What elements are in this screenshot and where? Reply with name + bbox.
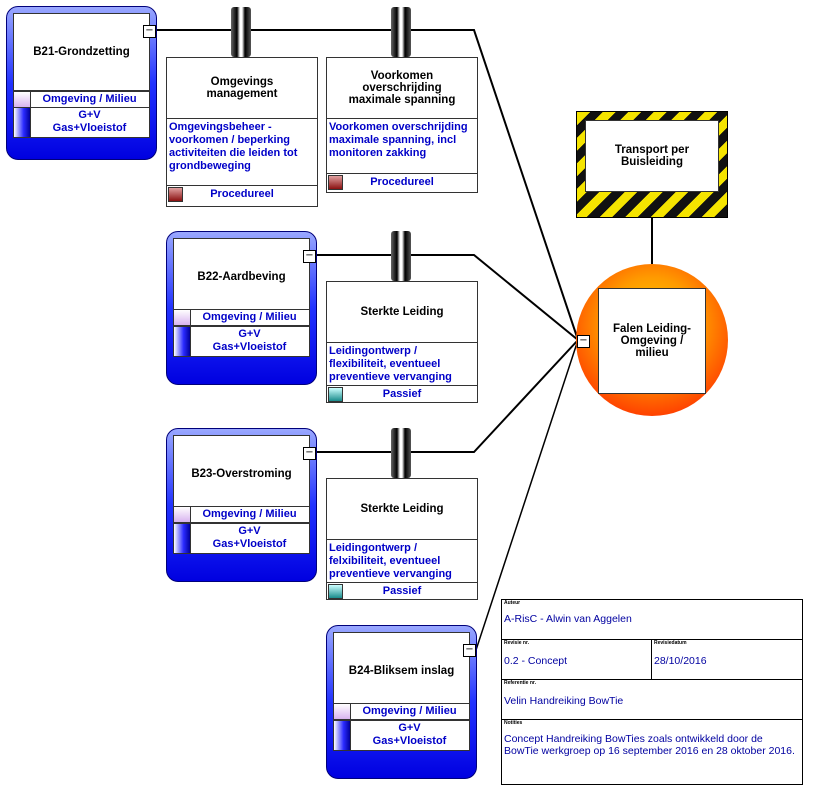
document-cell: Referentie nr. Velin Handreiking BowTie [502, 679, 802, 720]
threat-b22[interactable]: B22-Aardbeving Omgeving / Milieu G+V Gas… [166, 231, 317, 385]
barrier-type: Procedureel [327, 174, 477, 190]
threat-title: B21-Grondzetting [13, 13, 150, 91]
procedural-icon [168, 187, 183, 202]
threat-scope: G+V Gas+Vloeistof [173, 326, 310, 357]
threat-b23[interactable]: B23-Overstroming Omgeving / Milieu G+V G… [166, 428, 317, 582]
document-info-table: Auteur A-RisC - Alwin van Aggelen Revisi… [501, 599, 803, 785]
collapse-threat-b24[interactable]: − [463, 644, 476, 657]
barrier-sterkte-leiding-2[interactable]: Sterkte Leiding Leidingontwerp / felxibi… [326, 478, 478, 600]
threat-category: Omgeving / Milieu [173, 309, 310, 326]
revision-cell: Revisie nr. 0.2 - Concept [502, 639, 652, 680]
barrier-description: Leidingontwerp / felxibiliteit, eventuee… [327, 540, 477, 583]
date-cell: Revisiedatum 28/10/2016 [652, 639, 802, 680]
revision-label: Revisie nr. [504, 640, 530, 646]
notes-cell: Notities Concept Handreiking BowTies zoa… [502, 719, 802, 785]
scope-swatch [174, 327, 191, 356]
scope-swatch [174, 524, 191, 553]
date-value: 28/10/2016 [654, 655, 707, 667]
threat-category: Omgeving / Milieu [333, 703, 470, 720]
barrier-voorkomen-overschrijding[interactable]: Voorkomen overschrijding maximale spanni… [326, 57, 478, 193]
threat-scope: G+V Gas+Vloeistof [333, 720, 470, 751]
category-swatch [14, 92, 31, 107]
barrier-clip-icon [391, 428, 411, 478]
notes-label: Notities [504, 720, 523, 726]
scope-swatch [334, 721, 351, 750]
barrier-description: Leidingontwerp / flexibiliteit, eventuee… [327, 343, 477, 386]
top-event[interactable]: Falen Leiding- Omgeving / milieu [576, 264, 728, 416]
collapse-top-event[interactable]: − [577, 335, 590, 348]
barrier-clip-icon [391, 7, 411, 57]
passive-icon [328, 584, 343, 599]
threat-scope: G+V Gas+Vloeistof [173, 523, 310, 554]
top-event-title: Falen Leiding- Omgeving / milieu [598, 288, 706, 394]
collapse-threat-b23[interactable]: − [303, 447, 316, 460]
author-value: A-RisC - Alwin van Aggelen [504, 613, 632, 625]
barrier-description: Omgevingsbeheer - voorkomen / beperking … [167, 119, 317, 186]
barrier-sterkte-leiding-1[interactable]: Sterkte Leiding Leidingontwerp / flexibi… [326, 281, 478, 403]
barrier-omgevings-management[interactable]: Omgevings management Omgevingsbeheer - v… [166, 57, 318, 207]
date-label: Revisiedatum [654, 640, 687, 646]
notes-value: Concept Handreiking BowTies zoals ontwik… [504, 733, 795, 757]
threat-title: B24-Bliksem inslag [333, 632, 470, 710]
scope-swatch [14, 108, 31, 137]
document-label: Referentie nr. [504, 680, 536, 686]
threat-b24[interactable]: B24-Bliksem inslag Omgeving / Milieu G+V… [326, 625, 477, 779]
category-swatch [174, 507, 191, 522]
barrier-type: Procedureel [167, 186, 317, 202]
barrier-title: Voorkomen overschrijding maximale spanni… [327, 58, 477, 119]
threat-title: B23-Overstroming [173, 435, 310, 513]
threat-title: B22-Aardbeving [173, 238, 310, 316]
hazard-title: Transport per Buisleiding [585, 120, 719, 192]
barrier-clip-icon [231, 7, 251, 57]
barrier-title: Sterkte Leiding [327, 282, 477, 343]
procedural-icon [328, 175, 343, 190]
barrier-title: Omgevings management [167, 58, 317, 119]
barrier-type: Passief [327, 583, 477, 599]
threat-category: Omgeving / Milieu [173, 506, 310, 523]
hazard[interactable]: Transport per Buisleiding [576, 111, 728, 218]
collapse-threat-b21[interactable]: − [143, 25, 156, 38]
barrier-description: Voorkomen overschrijding maximale spanni… [327, 119, 477, 174]
revision-value: 0.2 - Concept [504, 655, 568, 667]
threat-category: Omgeving / Milieu [13, 91, 150, 108]
collapse-threat-b22[interactable]: − [303, 250, 316, 263]
barrier-type: Passief [327, 386, 477, 402]
barrier-title: Sterkte Leiding [327, 479, 477, 540]
barrier-clip-icon [391, 231, 411, 281]
threat-b21[interactable]: B21-Grondzetting Omgeving / Milieu G+V G… [6, 6, 157, 160]
threat-scope: G+V Gas+Vloeistof [13, 107, 150, 138]
document-value: Velin Handreiking BowTie [504, 695, 624, 707]
passive-icon [328, 387, 343, 402]
author-label: Auteur [504, 600, 521, 606]
author-cell: Auteur A-RisC - Alwin van Aggelen [502, 600, 802, 639]
category-swatch [334, 704, 351, 719]
category-swatch [174, 310, 191, 325]
